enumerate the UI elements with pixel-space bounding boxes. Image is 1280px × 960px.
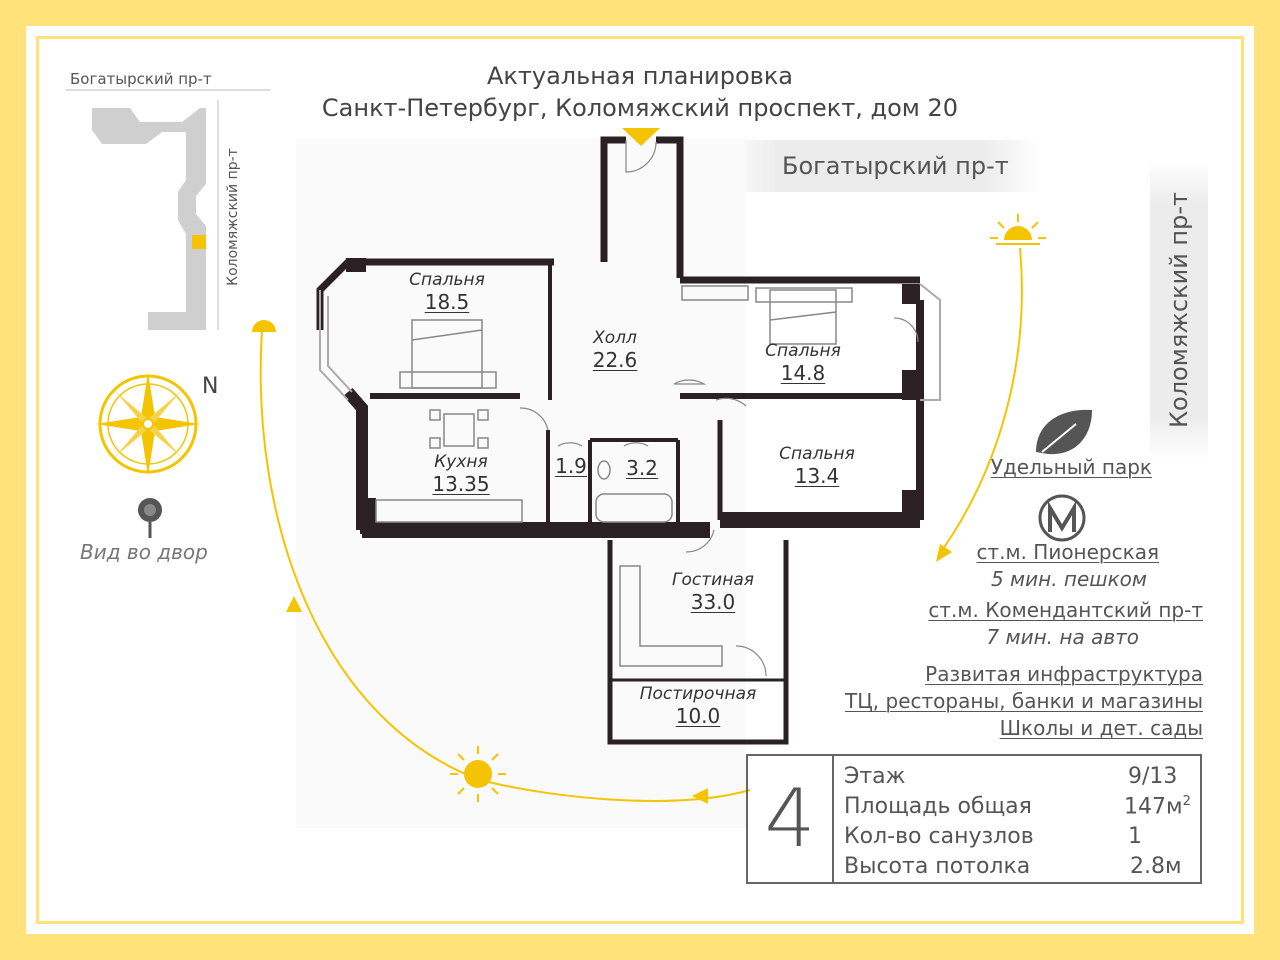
sunrise-icon xyxy=(252,320,276,332)
page-subtitle-address: Санкт-Петербург, Коломяжский проспект, д… xyxy=(321,94,959,122)
room-name: Кухня xyxy=(434,452,488,472)
room-bedroom-3: Спальня 13.4 xyxy=(762,444,872,488)
room-living: Гостиная 33.0 xyxy=(648,570,778,614)
info-infra-title: Развитая инфраструктура xyxy=(925,662,1203,686)
metro-icon xyxy=(1038,494,1086,542)
room-bathroom: 3.2 xyxy=(616,456,668,480)
room-toilet: 1.9 xyxy=(552,454,590,478)
info-metro-1-time: 5 мин. пешком xyxy=(990,567,1147,591)
room-name: Спальня xyxy=(765,341,841,361)
room-area: 22.6 xyxy=(592,348,638,372)
leaf-icon xyxy=(1036,409,1092,455)
street-banner-horizontal xyxy=(720,140,1040,192)
entrance-marker-icon xyxy=(622,128,660,146)
page-title: Актуальная планировка xyxy=(486,62,794,90)
minimap-apartment-marker xyxy=(192,235,206,249)
sofa-icon xyxy=(619,565,723,667)
minimap-street-vertical: Коломяжский пр-т xyxy=(225,148,241,286)
room-area: 18.5 xyxy=(424,290,470,314)
street-label-horizontal: Богатырский пр-т xyxy=(782,152,1009,180)
bed-icon xyxy=(399,319,497,389)
info-infra-1: ТЦ, рестораны, банки и магазины xyxy=(845,689,1203,713)
info-metro-2: ст.м. Комендантский пр-т xyxy=(928,598,1203,622)
view-direction-label: Вид во двор xyxy=(80,540,208,564)
compass-icon xyxy=(96,372,200,476)
spec-label-floor: Этаж xyxy=(844,764,906,789)
arrow-icon xyxy=(936,544,952,562)
dining-table-icon xyxy=(429,409,489,449)
info-metro-1: ст.м. Пионерская xyxy=(976,540,1159,564)
room-bedroom-2: Спальня 14.8 xyxy=(748,341,858,385)
room-name: Холл xyxy=(593,328,637,348)
room-area: 13.35 xyxy=(432,472,490,496)
bed-icon xyxy=(755,287,853,345)
spec-label-ceiling: Высота потолка xyxy=(844,854,1031,879)
minimap-building xyxy=(66,89,270,330)
wall-blocks xyxy=(346,258,920,534)
sun-path-arc xyxy=(259,247,1023,802)
room-bedroom-1: Спальня 18.5 xyxy=(392,270,502,314)
spec-value-area-number: 147м xyxy=(1124,794,1183,820)
room-area: 1.9 xyxy=(555,454,587,478)
map-pin-icon xyxy=(138,498,162,538)
kitchen-counter xyxy=(375,499,523,523)
room-name: Спальня xyxy=(779,444,855,464)
room-name: Гостиная xyxy=(672,570,754,590)
spec-value-area: 147м2 xyxy=(1124,794,1191,819)
spec-value-bathrooms: 1 xyxy=(1128,824,1142,849)
spec-value-floor: 9/13 xyxy=(1128,764,1178,789)
bathtub-icon xyxy=(595,493,673,523)
spec-label-bathrooms: Кол-во санузлов xyxy=(844,824,1034,849)
plan-backdrop xyxy=(296,138,746,828)
room-name: Постирочная xyxy=(639,684,757,704)
compass-north-label: N xyxy=(202,374,219,399)
info-infra-2: Школы и дет. сады xyxy=(999,716,1203,740)
info-metro-2-time: 7 мин. на авто xyxy=(986,625,1139,649)
street-banner-vertical xyxy=(1150,160,1208,460)
sunset-icon xyxy=(990,214,1046,245)
room-name: Спальня xyxy=(409,270,485,290)
room-laundry: Постирочная 10.0 xyxy=(620,684,776,728)
room-area: 10.0 xyxy=(675,704,721,728)
minimap-street-horizontal: Богатырский пр-т xyxy=(70,70,212,88)
spec-label-area: Площадь общая xyxy=(844,794,1032,819)
room-area: 33.0 xyxy=(690,590,736,614)
door-arcs xyxy=(519,140,919,677)
toilet-icon xyxy=(597,460,611,480)
info-park: Удельный парк xyxy=(990,455,1152,479)
spec-table: 4 Этаж 9/13 Площадь общая 147м2 Кол-во с… xyxy=(746,754,1202,884)
arrow-icon xyxy=(692,788,708,804)
wardrobe xyxy=(681,285,749,301)
bay-window xyxy=(319,290,353,401)
spec-value-ceiling: 2.8м xyxy=(1130,854,1182,879)
street-label-vertical: Коломяжский пр-т xyxy=(1165,192,1193,428)
balcony xyxy=(919,283,941,401)
room-area: 3.2 xyxy=(626,456,658,480)
arrow-icon xyxy=(286,596,302,612)
room-kitchen: Кухня 13.35 xyxy=(406,452,516,496)
room-hall: Холл 22.6 xyxy=(560,328,670,372)
rooms-count: 4 xyxy=(748,756,834,882)
room-area: 13.4 xyxy=(794,464,840,488)
room-area: 14.8 xyxy=(780,361,826,385)
spec-value-area-sup: 2 xyxy=(1182,794,1191,809)
sun-icon xyxy=(450,746,506,802)
